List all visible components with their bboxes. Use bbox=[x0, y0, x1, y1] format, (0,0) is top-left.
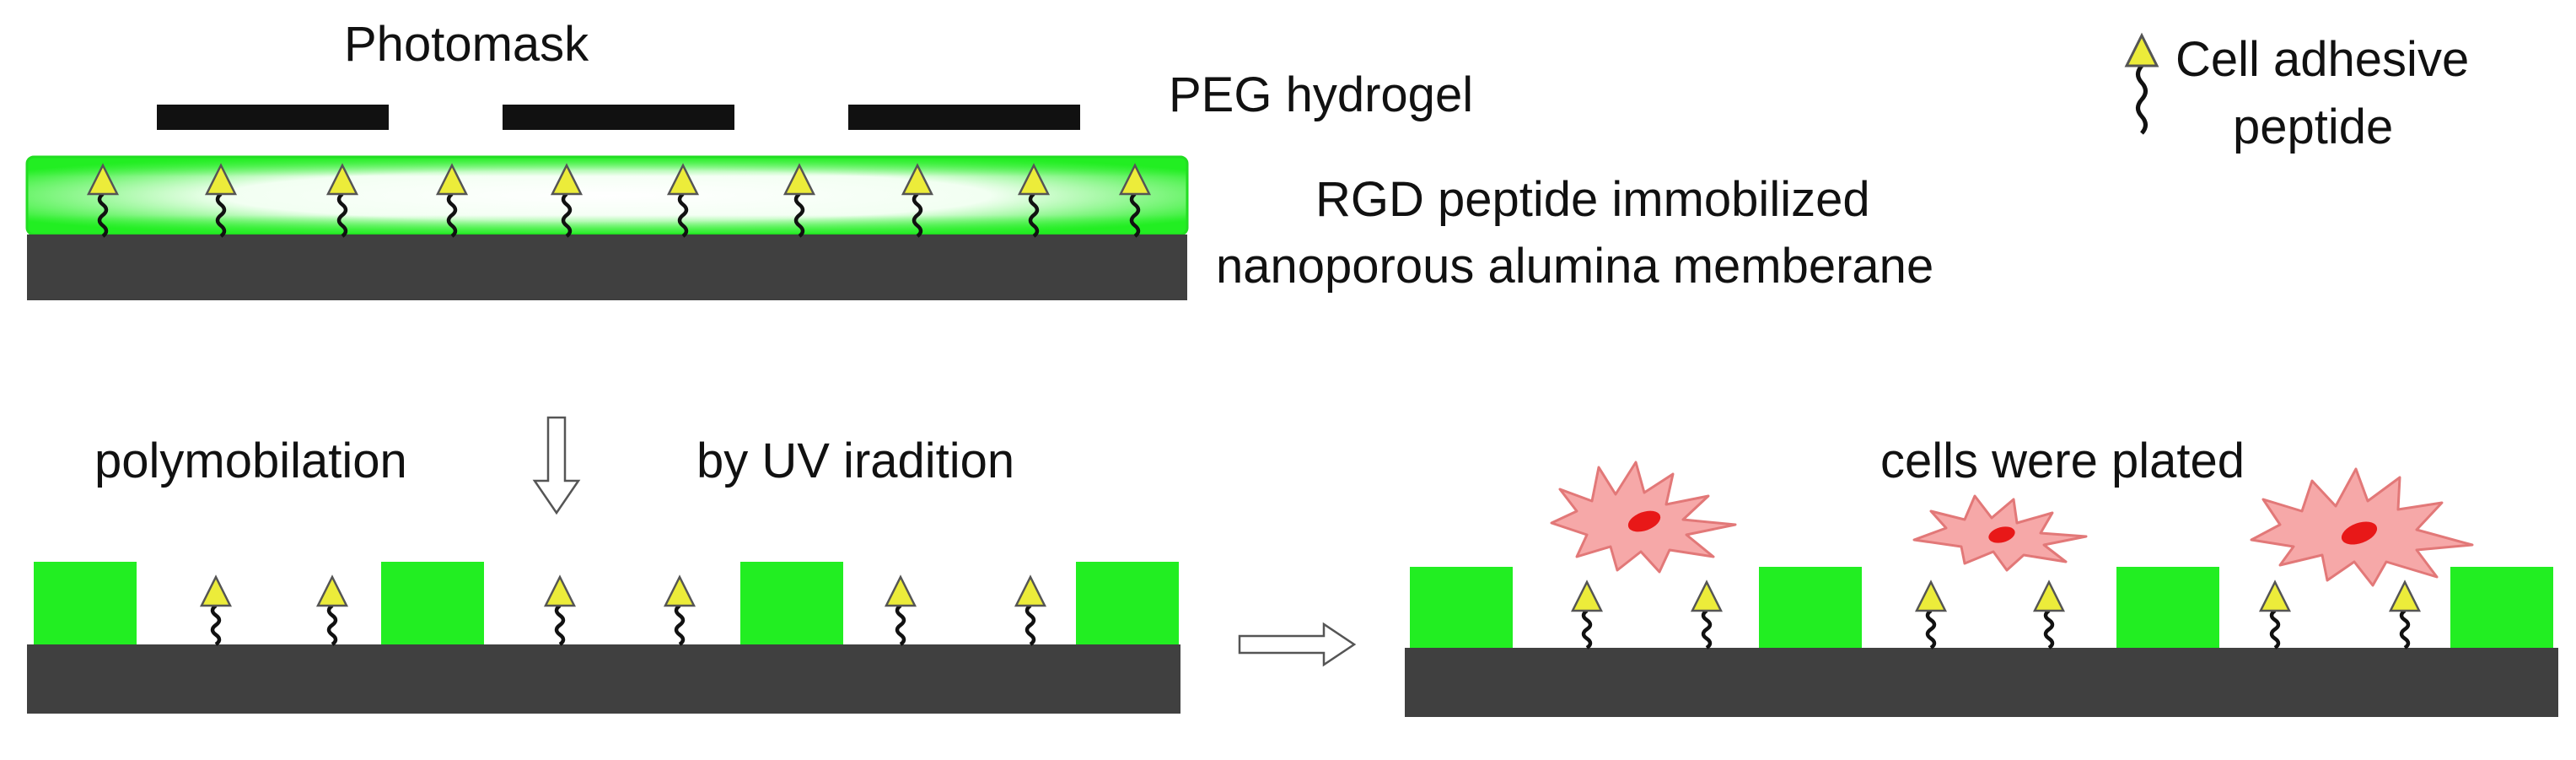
peptide-icon bbox=[550, 163, 583, 238]
hydrogel-block bbox=[1410, 567, 1513, 648]
hydrogel-block bbox=[1076, 562, 1179, 644]
top-peptides bbox=[86, 163, 1152, 238]
hydrogel-block bbox=[381, 562, 484, 644]
peptide-icon bbox=[782, 163, 816, 238]
peptide-icon bbox=[666, 163, 700, 238]
cell-icon bbox=[1912, 494, 2088, 572]
cell-icon bbox=[1550, 461, 1737, 574]
cell-icon bbox=[2250, 467, 2474, 587]
hydrogel-blocks-right bbox=[1410, 567, 2553, 648]
patterned-membrane-right bbox=[1405, 648, 2558, 717]
arrow-right-icon bbox=[1238, 622, 1357, 667]
peptide-icon bbox=[1014, 574, 1047, 646]
peptide-icon bbox=[1570, 579, 1604, 650]
peptide-icon bbox=[2124, 32, 2159, 135]
peptide-icon bbox=[2388, 579, 2422, 650]
peptide-icon bbox=[2258, 579, 2292, 650]
legend-label-line2: peptide bbox=[2233, 100, 2393, 154]
hydrogel-block bbox=[1759, 567, 1862, 648]
hydrogel-layer bbox=[25, 155, 1189, 236]
photomask-bar bbox=[157, 105, 389, 130]
patterned-membrane-left bbox=[27, 644, 1180, 714]
peptide-icon bbox=[1118, 163, 1152, 238]
peptide-icon bbox=[2032, 579, 2066, 650]
photomask-bars bbox=[157, 105, 1080, 130]
step-label-polymobilation: polymobilation bbox=[94, 434, 407, 488]
cells-plated-label: cells were plated bbox=[1880, 434, 2245, 488]
bottom-right-peptides bbox=[1570, 579, 2422, 650]
peptide-icon bbox=[663, 574, 696, 646]
hydrogel-block bbox=[2450, 567, 2553, 648]
peptide-icon bbox=[315, 574, 349, 646]
peptide-icon bbox=[1914, 579, 1948, 650]
membrane-label-line2: nanoporous alumina memberane bbox=[1216, 239, 1933, 294]
peptide-icon bbox=[884, 574, 917, 646]
bottom-right-panel: cells were plated bbox=[1405, 434, 2558, 717]
peptide-icon bbox=[1690, 579, 1724, 650]
alumina-membrane bbox=[27, 234, 1187, 300]
peptide-icon bbox=[199, 574, 233, 646]
hydrogel-block bbox=[34, 562, 137, 644]
photomask-bar bbox=[848, 105, 1080, 130]
top-panel: Photomask PEG hydrogel RGD peptide immob… bbox=[25, 17, 1933, 300]
peg-hydrogel-label: PEG hydrogel bbox=[1169, 67, 1473, 122]
photomask-bar bbox=[503, 105, 734, 130]
step-label-uv: by UV iradition bbox=[696, 434, 1014, 488]
peptide-icon bbox=[325, 163, 359, 238]
peptide-icon bbox=[86, 163, 120, 238]
bottom-left-panel: polymobilation by UV iradition bbox=[27, 416, 1180, 714]
peptide-icon bbox=[204, 163, 238, 238]
bottom-left-peptides bbox=[199, 574, 1047, 646]
hydrogel-block bbox=[2116, 567, 2219, 648]
hydrogel-block bbox=[740, 562, 843, 644]
peptide-icon bbox=[435, 163, 469, 238]
hydrogel-blocks-left bbox=[34, 562, 1179, 644]
legend: Cell adhesive peptide bbox=[2124, 32, 2469, 154]
peptide-icon bbox=[901, 163, 934, 238]
legend-label-line1: Cell adhesive bbox=[2175, 32, 2469, 87]
peptide-icon bbox=[543, 574, 577, 646]
membrane-label-line1: RGD peptide immobilized bbox=[1315, 172, 1870, 227]
photomask-label: Photomask bbox=[344, 17, 589, 72]
arrow-down-icon bbox=[532, 416, 581, 515]
peptide-icon bbox=[1017, 163, 1051, 238]
